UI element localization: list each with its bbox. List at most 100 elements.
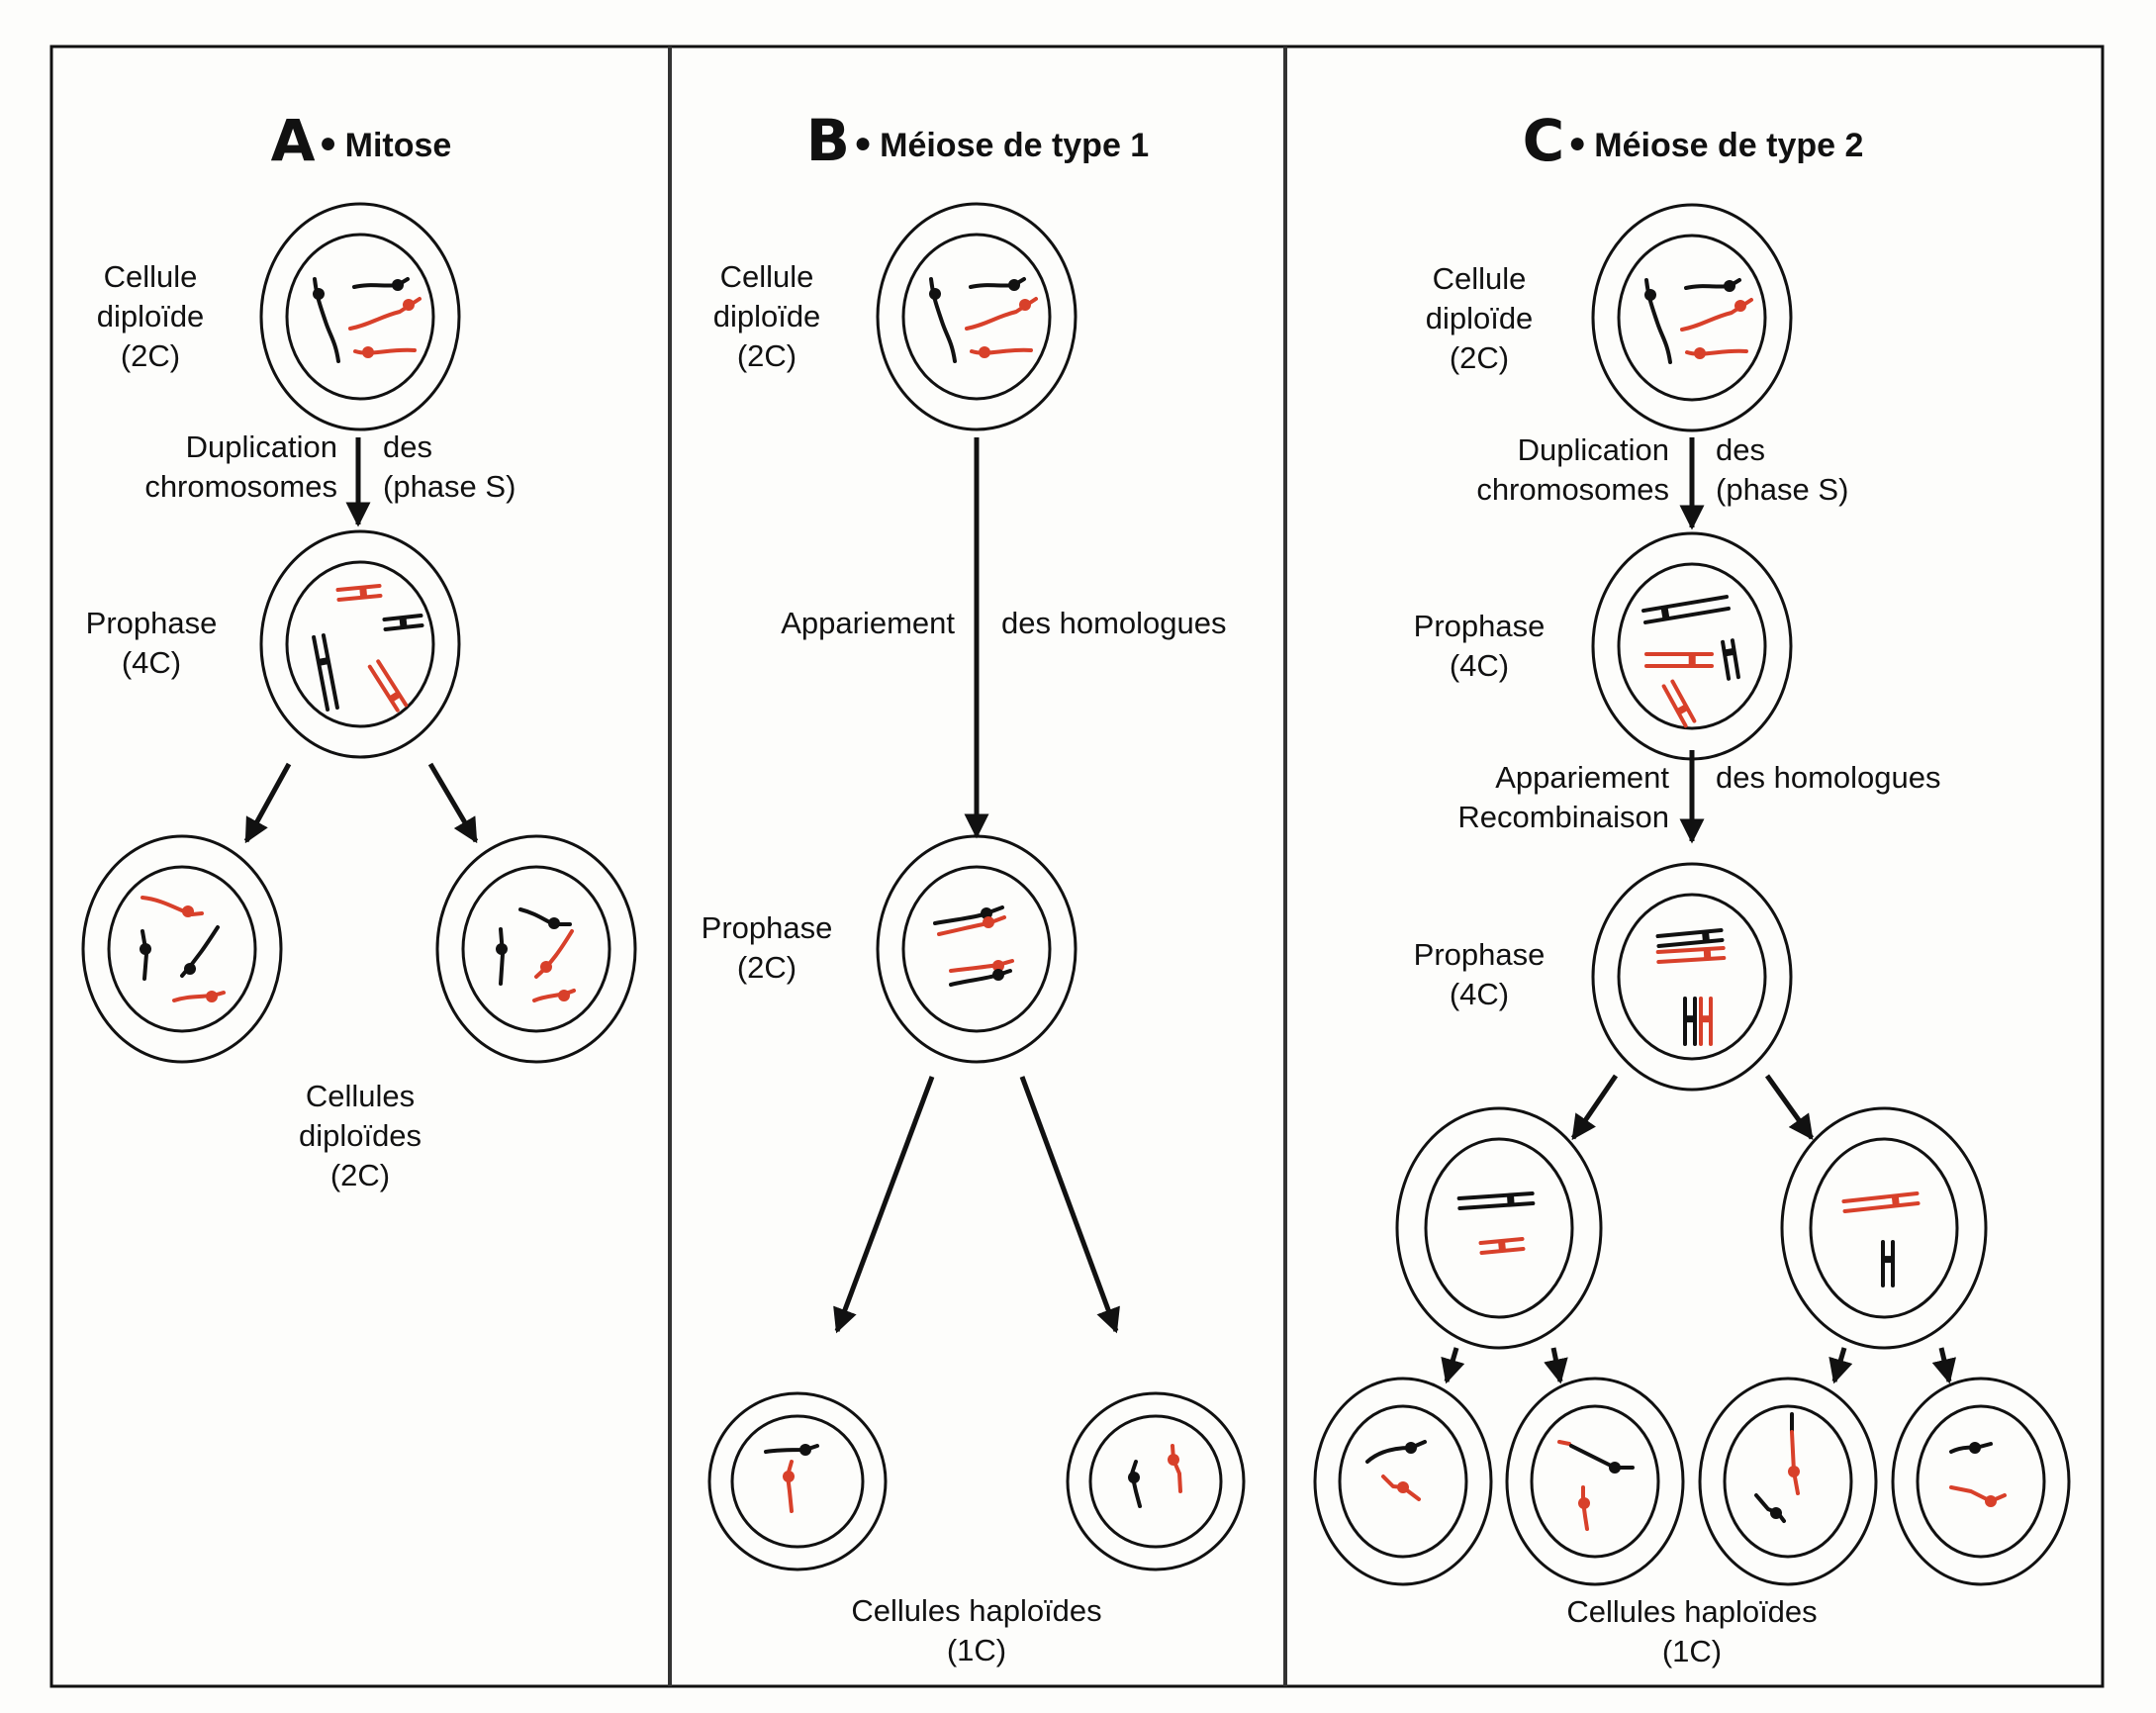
arrow-small [1441,1347,1465,1384]
cell-diploid [1591,203,1793,432]
label-line: Appariement [1495,760,1669,795]
chromatid [1661,684,1688,728]
cell-secondary [1395,1106,1603,1350]
maternal-chromosome [532,989,576,1002]
centromere [1724,280,1735,292]
label-line: Cellules [305,1079,416,1113]
panel-letter: A [270,107,316,174]
centromere [388,691,402,703]
label-line: (4C) [121,645,182,680]
arrow-small [1544,1347,1568,1384]
cell-prophase [259,529,461,759]
centromere [313,288,325,300]
chromatid [1656,937,1725,948]
label-phase-s: des (phase S) [1716,430,1848,510]
label-line: (4C) [1449,648,1510,683]
centromere [1397,1481,1409,1493]
centromere [1498,1240,1506,1252]
label-line: Cellules haploïdes [1566,1594,1818,1629]
maternal-chromosome [1680,298,1753,332]
label-line: Recombinaison [1457,800,1669,834]
chromatid [1479,1246,1526,1255]
cell-daughter [435,834,637,1064]
centromere [1891,1195,1900,1206]
nucleus-envelope [901,233,1052,401]
label-line: (1C) [1661,1634,1723,1668]
label-result: Cellules haploïdes (1C) [851,1591,1101,1670]
centromere [992,960,1004,972]
label-line: chromosomes [1476,472,1669,507]
centromere [1644,289,1656,301]
label-prophase: Prophase (2C) [702,908,833,988]
label-appariement: Appariement [781,606,955,640]
centromere [1506,1194,1515,1205]
cell-membrane [707,1391,888,1571]
maternal-chromosome [353,347,417,355]
nucleus-envelope [1088,1414,1223,1549]
nucleus-envelope [730,1414,865,1549]
maternal-chromosome [786,1460,794,1513]
nucleus-envelope [285,560,435,728]
cell-membrane [1891,1377,2071,1586]
centromere [1702,931,1710,942]
centromere [1128,1472,1140,1483]
centromere [1660,607,1670,619]
chromatid [321,633,339,711]
chromatid [367,664,400,713]
chromatid [1457,1200,1536,1210]
nucleus-envelope [1809,1137,1959,1319]
label-des-homologues: des homologues [1716,760,1941,795]
centromere [1969,1442,1981,1454]
cell-haploid [1698,1377,1878,1586]
paternal-chromosome [518,907,572,926]
nucleus-envelope [461,865,611,1033]
centromere [399,617,408,628]
cell-membrane [876,202,1078,431]
chromatid [336,593,383,602]
label-line: (phase S) [1716,472,1849,507]
centromere [1405,1442,1417,1454]
label-line: (4C) [1449,977,1510,1011]
panel-letter: B [805,107,850,174]
centromere [1578,1497,1590,1509]
chromatid [1670,679,1697,723]
nucleus-envelope [1723,1404,1853,1559]
centromere [1019,299,1031,311]
cell-secondary [1780,1106,1988,1350]
centromere [496,943,508,955]
cell-membrane [1066,1391,1246,1571]
cell-membrane [1313,1377,1493,1586]
nucleus-envelope [1338,1404,1468,1559]
centromere [1770,1507,1782,1519]
centromere [184,963,196,975]
arrow-diagonal [427,762,479,844]
cell-haploid [1891,1377,2071,1586]
label-prophase: Prophase (4C) [1414,607,1546,686]
centromere [540,961,552,973]
arrow-small [1828,1347,1853,1384]
label-line: Cellules haploïdes [851,1593,1102,1628]
label-line: Prophase [1413,937,1546,972]
bullet-icon: ● [319,127,337,159]
label-line: diploïdes [298,1118,422,1153]
label-duplication: Duplication chromosomes [1476,430,1669,510]
maternal-chromosome [1171,1444,1182,1493]
label-line: diploïde [712,299,821,333]
panel-title-text: Mitose [344,127,452,164]
label-line: (2C) [1449,340,1510,375]
cell-prophase-paired [876,834,1078,1064]
centromere [548,917,560,929]
label-line: (1C) [946,1633,1007,1667]
centromere [362,346,374,358]
label-line: diploïde [1425,301,1534,335]
arrow-diagonal [1019,1076,1120,1334]
panel-letter: C [1522,107,1565,174]
centromere [1724,647,1735,657]
paternal-chromosome [141,929,148,981]
label-phase-s: des (phase S) [383,428,516,507]
cell-membrane [259,202,461,431]
centromere [1734,300,1746,312]
centromere [1985,1495,1997,1507]
bullet-icon: ● [853,127,873,159]
centromere [1168,1454,1179,1466]
